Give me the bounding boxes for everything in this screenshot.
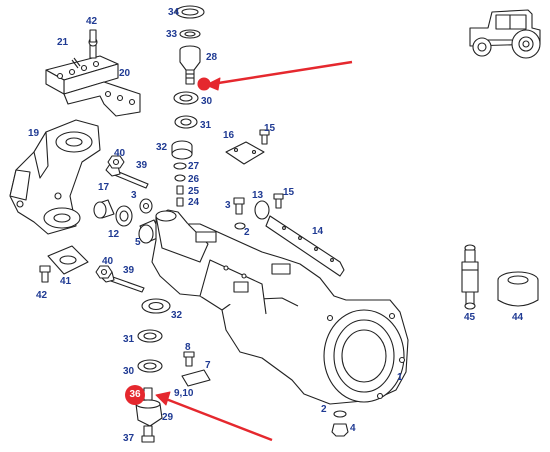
callout-45: 45	[464, 312, 476, 323]
callout-7: 7	[205, 360, 211, 371]
bolt-part-42-upper	[89, 29, 97, 43]
callout-29: 29	[162, 412, 174, 423]
seal-part-33	[179, 29, 201, 39]
callout-32: 32	[156, 142, 168, 153]
bushing-part-44	[497, 271, 539, 307]
callout-21: 21	[57, 37, 69, 48]
callout-44: 44	[512, 312, 524, 323]
callout-39b: 39	[123, 265, 135, 276]
bolt-part-8	[183, 351, 195, 367]
bolt-part-15-upper	[259, 129, 270, 145]
callout-13: 13	[252, 190, 264, 201]
bolt-part-4	[331, 423, 349, 437]
washer-part-3	[139, 198, 153, 214]
callout-37: 37	[123, 433, 135, 444]
callout-40b: 40	[102, 256, 114, 267]
callout-32b: 32	[171, 310, 183, 321]
seal-part-34	[175, 5, 205, 19]
bolt-part-3-center	[233, 197, 245, 215]
callout-26: 26	[188, 174, 200, 185]
callout-42b: 42	[36, 290, 48, 301]
callout-39: 39	[136, 160, 148, 171]
callout-34: 34	[168, 7, 180, 18]
callout-31b: 31	[123, 334, 135, 345]
knuckle-part-19	[9, 119, 101, 235]
callout-8: 8	[185, 342, 191, 353]
bearing-part-32-lower	[141, 298, 171, 314]
bearing-part-31-upper	[174, 115, 198, 129]
pin-part-28	[179, 45, 201, 85]
bolt-part-25	[176, 185, 184, 195]
bolt-part-39-upper	[105, 163, 149, 189]
clip-part-7	[181, 369, 211, 387]
nut-part-40-upper	[107, 155, 125, 169]
bushing-part-12	[115, 205, 133, 227]
callout-40: 40	[114, 148, 126, 159]
seal-part-30-upper	[173, 91, 199, 105]
axle-housing-part-1	[151, 209, 409, 405]
highlight-arrow-upper	[205, 60, 353, 91]
callout-2b: 2	[321, 404, 327, 415]
callout-28: 28	[206, 52, 218, 63]
bearing-part-32-upper	[171, 140, 193, 160]
pin-part-29	[135, 387, 163, 427]
highlight-arrow-lower	[155, 391, 273, 442]
washer-part-2-lower	[333, 410, 347, 418]
bearing-part-31-lower	[137, 329, 163, 343]
callout-3: 3	[131, 190, 137, 201]
bolt-part-15-lower	[273, 193, 284, 209]
callout-2: 2	[244, 227, 250, 238]
damper-part-45	[461, 244, 479, 310]
nut-part-37	[141, 425, 155, 443]
bolt-part-42-lower	[39, 265, 51, 283]
cover-part-16	[225, 141, 265, 165]
callout-17: 17	[98, 182, 110, 193]
seal-part-30-lower	[137, 359, 163, 373]
callout-9-10: 9,10	[174, 388, 194, 399]
washer-part-26	[174, 174, 186, 182]
callout-31: 31	[200, 120, 212, 131]
callout-15: 15	[264, 123, 276, 134]
callout-33: 33	[166, 29, 178, 40]
callout-24: 24	[188, 197, 200, 208]
callout-30b: 30	[123, 366, 135, 377]
callout-42: 42	[86, 16, 98, 27]
bushing-part-17	[93, 199, 115, 219]
bolt-part-24	[176, 197, 184, 207]
tractor-icon	[469, 9, 541, 59]
highlight-callout-36: 36	[125, 385, 145, 405]
callout-5: 5	[135, 237, 141, 248]
callout-19: 19	[28, 128, 40, 139]
callout-3b: 3	[225, 200, 231, 211]
plate-part-13	[254, 200, 270, 220]
callout-4: 4	[350, 423, 356, 434]
callout-41: 41	[60, 276, 72, 287]
nut-part-40-lower	[95, 265, 113, 279]
washer-part-2-center	[234, 222, 246, 230]
callout-1: 1	[397, 372, 403, 383]
callout-25: 25	[188, 186, 200, 197]
callout-12: 12	[108, 229, 120, 240]
callout-30: 30	[201, 96, 213, 107]
plate-part-41	[47, 245, 89, 275]
callout-14: 14	[312, 226, 324, 237]
washer-part-27	[173, 162, 187, 170]
callout-20: 20	[119, 68, 131, 79]
callout-27: 27	[188, 161, 200, 172]
strap-part-14	[265, 215, 345, 277]
callout-16: 16	[223, 130, 235, 141]
bracket-part-20	[45, 37, 141, 117]
highlight-dot-part-28	[197, 77, 211, 91]
callout-15b: 15	[283, 187, 295, 198]
